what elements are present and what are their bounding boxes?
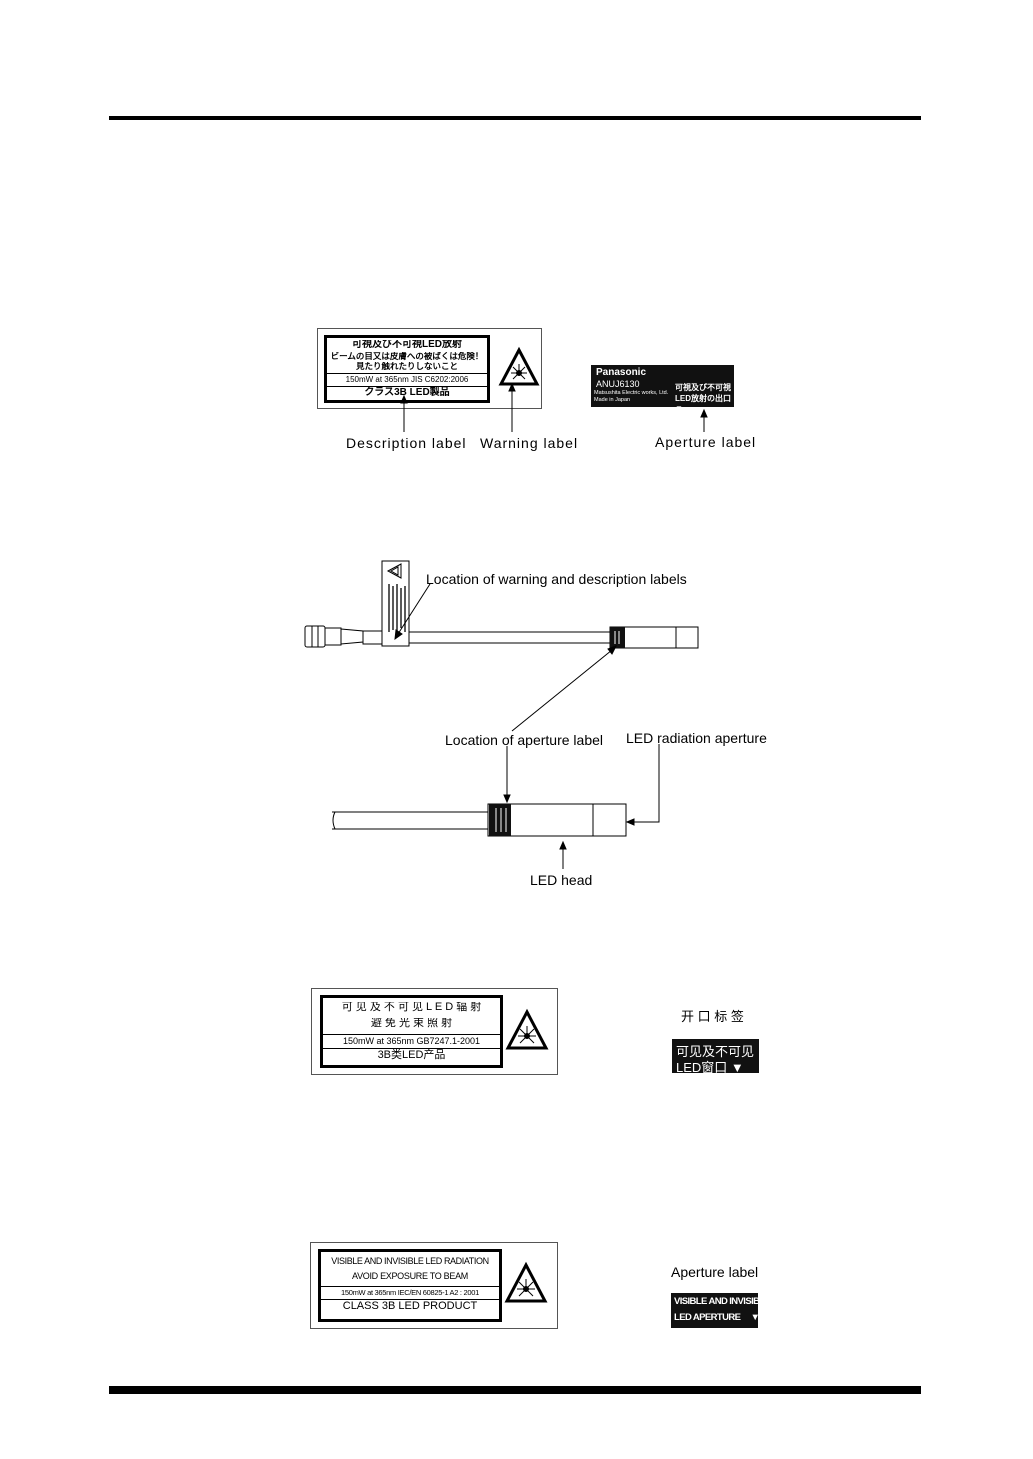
- cn-desc-line4: 3B类LED产品: [323, 1048, 500, 1061]
- jp-aperture-origin: Made in Japan: [594, 397, 631, 403]
- cn-label-sheet: 可 见 及 不 可 见 L E D 辐 射 避 免 光 束 照 射 150mW …: [311, 988, 558, 1075]
- cn-description-label: 可 见 及 不 可 见 L E D 辐 射 避 免 光 束 照 射 150mW …: [320, 995, 503, 1068]
- en-label-sheet: VISIBLE AND INVISIBLE LED RADIATION AVOI…: [310, 1242, 558, 1329]
- cn-laser-warning-icon: [505, 1008, 549, 1050]
- en-aperture-text1: VISIBLE AND INVISIBLE: [674, 1296, 758, 1307]
- en-description-label: VISIBLE AND INVISIBLE LED RADIATION AVOI…: [318, 1249, 502, 1322]
- cn-aperture-text1: 可见及不可见: [676, 1044, 755, 1059]
- en-aperture-title: Aperture label: [671, 1264, 759, 1280]
- cn-aperture-text2: LED窗口 ▼: [676, 1060, 744, 1073]
- en-desc-line3: 150mW at 365nm IEC/EN 60825-1 A2 : 2001: [321, 1286, 499, 1297]
- jp-aperture-text2: LED放射の出口▼: [675, 394, 731, 407]
- jp-caption-aperture: Aperture label: [655, 434, 757, 450]
- jp-label-sheet: 可視及び不可視LED放射 ビームの目又は皮膚への被ばくは危険！ 見たり触れたりし…: [317, 328, 542, 409]
- callout-warning-description-location: Location of warning and description labe…: [426, 571, 687, 587]
- top-rule: [109, 116, 921, 120]
- jp-aperture-text1: 可視及び不可視: [675, 383, 731, 392]
- jp-caption-warning: Warning label: [480, 435, 579, 451]
- en-desc-line4: CLASS 3B LED PRODUCT: [321, 1298, 499, 1312]
- en-desc-line2: AVOID EXPOSURE TO BEAM: [352, 1272, 468, 1281]
- jp-aperture-maker: Matsushita Electric works, Ltd.: [594, 390, 669, 396]
- jp-desc-line1: 可視及び不可視LED放射: [352, 340, 462, 350]
- jp-laser-warning-icon: [498, 346, 540, 386]
- cn-aperture-label: 可见及不可见 LED窗口 ▼: [672, 1039, 759, 1073]
- en-aperture-label: VISIBLE AND INVISIBLE LED APERTURE ▼: [671, 1293, 758, 1328]
- en-aperture-text2: LED APERTURE ▼: [674, 1312, 758, 1323]
- cn-desc-line2: 避 免 光 束 照 射: [370, 1018, 453, 1029]
- cn-desc-line3: 150mW at 365nm GB7247.1-2001: [323, 1034, 500, 1046]
- callout-led-head: LED head: [530, 872, 593, 888]
- jp-description-label: 可視及び不可視LED放射 ビームの目又は皮膚への被ばくは危険！ 見たり触れたりし…: [324, 335, 490, 403]
- callout-aperture-location: Location of aperture label: [445, 732, 603, 748]
- jp-caption-arrows: [400, 382, 708, 432]
- callout-led-radiation-aperture: LED radiation aperture: [626, 730, 767, 746]
- jp-desc-line5: クラス3B LED製品: [327, 386, 487, 398]
- jp-caption-description: Description label: [346, 435, 467, 451]
- jp-desc-line3: 見たり触れたりしないこと: [355, 361, 458, 370]
- en-laser-warning-icon: [504, 1261, 548, 1303]
- jp-aperture-label: Panasonic ANUJ6130 Matsushita Electric w…: [591, 365, 734, 407]
- cn-desc-line1: 可 见 及 不 可 见 L E D 辐 射: [341, 1002, 482, 1013]
- jp-aperture-brand: Panasonic: [596, 367, 647, 378]
- jp-desc-line2: ビームの目又は皮膚への被ばくは危険！: [330, 352, 484, 361]
- cn-aperture-title: 开 口 标 签: [681, 1009, 744, 1024]
- jp-aperture-model: ANUJ6130: [596, 379, 640, 389]
- led-head-diagram: [304, 560, 699, 869]
- jp-desc-line4: 150mW at 365nm JIS C6202:2006: [327, 373, 487, 384]
- en-desc-line1: VISIBLE AND INVISIBLE LED RADIATION: [331, 1257, 489, 1266]
- bottom-rule: [109, 1386, 921, 1394]
